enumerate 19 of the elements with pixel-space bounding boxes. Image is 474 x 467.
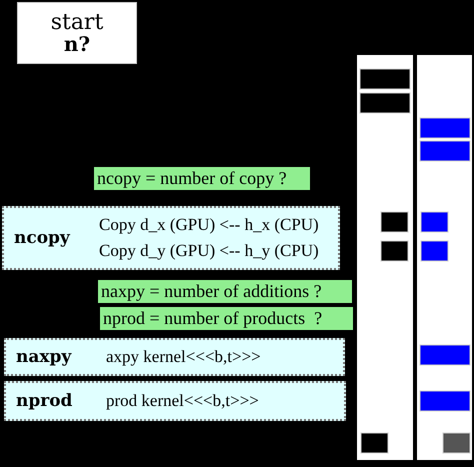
question-label [94, 167, 310, 190]
start-label: start [50, 10, 104, 34]
step-box [4, 381, 346, 421]
step-box [4, 338, 345, 376]
step-description: Copy d_x (GPU) <-- h_x (CPU) [99, 215, 319, 235]
step-description: prod kernel<<<b,t>>> [106, 391, 259, 411]
step-box [2, 206, 340, 270]
start-box [17, 2, 137, 64]
question-text: naxpy = number of additions ? [101, 281, 322, 302]
question-label [98, 280, 352, 303]
question-text: nprod = number of products ? [103, 308, 322, 329]
question-text: ncopy = number of copy ? [97, 168, 287, 189]
step-heading: nprod [15, 391, 74, 411]
step-heading: naxpy [15, 347, 73, 367]
input-prompt: n? [64, 34, 90, 56]
step-description: Copy d_y (GPU) <-- h_y (CPU) [99, 241, 319, 261]
question-label [100, 307, 353, 330]
step-description: axpy kernel<<<b,t>>> [106, 347, 261, 367]
step-heading: ncopy [13, 228, 72, 248]
